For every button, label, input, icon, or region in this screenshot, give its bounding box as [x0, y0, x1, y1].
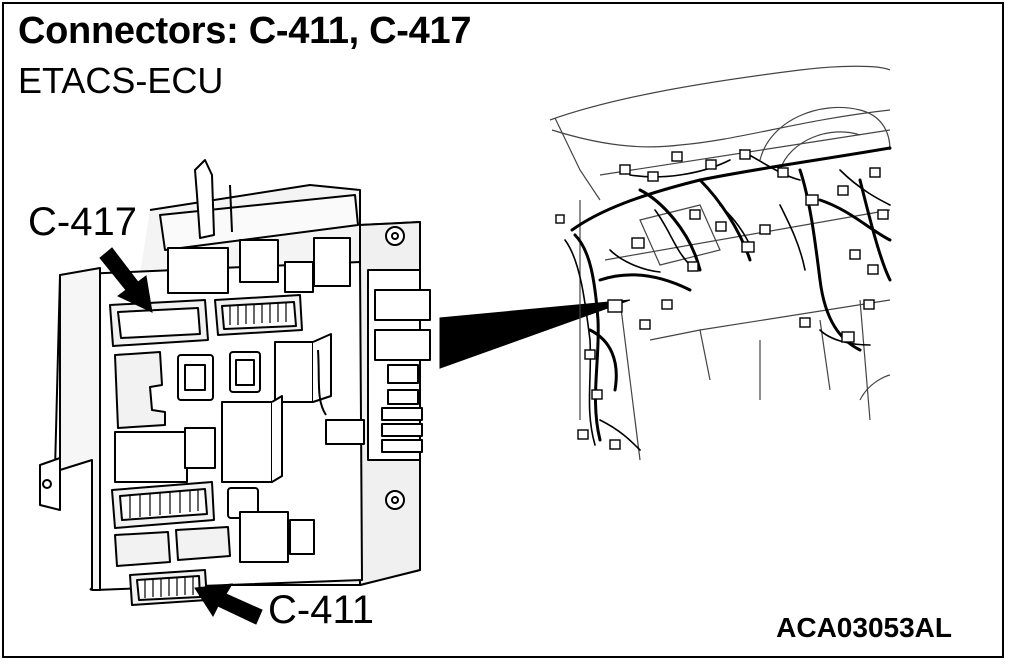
c417-label: C-417: [28, 200, 137, 244]
diagram-title: Connectors: C-411, C-417: [18, 10, 472, 52]
c411-arrow: [194, 583, 263, 625]
diagram-subtitle: ETACS-ECU: [18, 60, 224, 101]
figure-code: ACA03053AL: [776, 612, 952, 643]
c417-arrow: [99, 247, 153, 313]
location-pointer: [439, 299, 631, 369]
etacs-ecu-unit: [39, 159, 431, 606]
dashboard-harness-view: [549, 65, 892, 461]
c411-label: C-411: [268, 588, 374, 632]
